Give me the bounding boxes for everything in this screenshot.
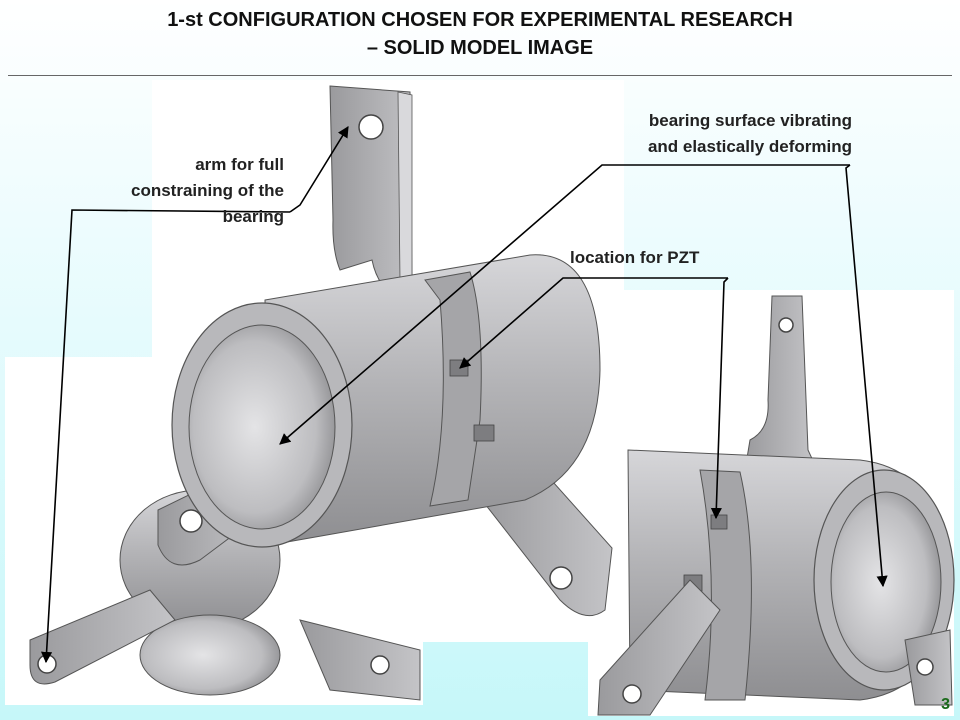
leader-pzt-right [710, 277, 729, 520]
slide-title-line-1: 1-st CONFIGURATION CHOSEN FOR EXPERIMENT… [167, 9, 793, 31]
label-bearing-line-1: bearing surface vibrating [648, 111, 852, 130]
label-arm-line-3: bearing [222, 207, 284, 226]
label-bearing-surface: bearing surface vibrating and elasticall… [648, 108, 852, 160]
leader-arm-bottom [40, 209, 291, 664]
label-pzt-location: location for PZT [570, 245, 699, 271]
slide-title: 1-st CONFIGURATION CHOSEN FOR EXPERIMENT… [0, 6, 960, 62]
label-arm-constraining: arm for full constraining of the bearing [131, 152, 284, 230]
slide-title-line-2: – SOLID MODEL IMAGE [366, 37, 594, 59]
label-arm-line-2: constraining of the [131, 181, 284, 200]
leader-bearing-right [845, 164, 888, 588]
leader-bearing-main [279, 164, 850, 445]
model-view-right [597, 295, 955, 716]
model-view-main [157, 85, 613, 617]
leader-arm-top [289, 126, 349, 213]
leader-pzt-main [459, 277, 728, 369]
page-number: 3 [941, 696, 950, 713]
title-divider [8, 75, 952, 76]
label-arm-line-1: arm for full [195, 155, 284, 174]
label-bearing-line-2: and elastically deforming [647, 137, 852, 156]
label-pzt-text: location for PZT [570, 248, 700, 267]
